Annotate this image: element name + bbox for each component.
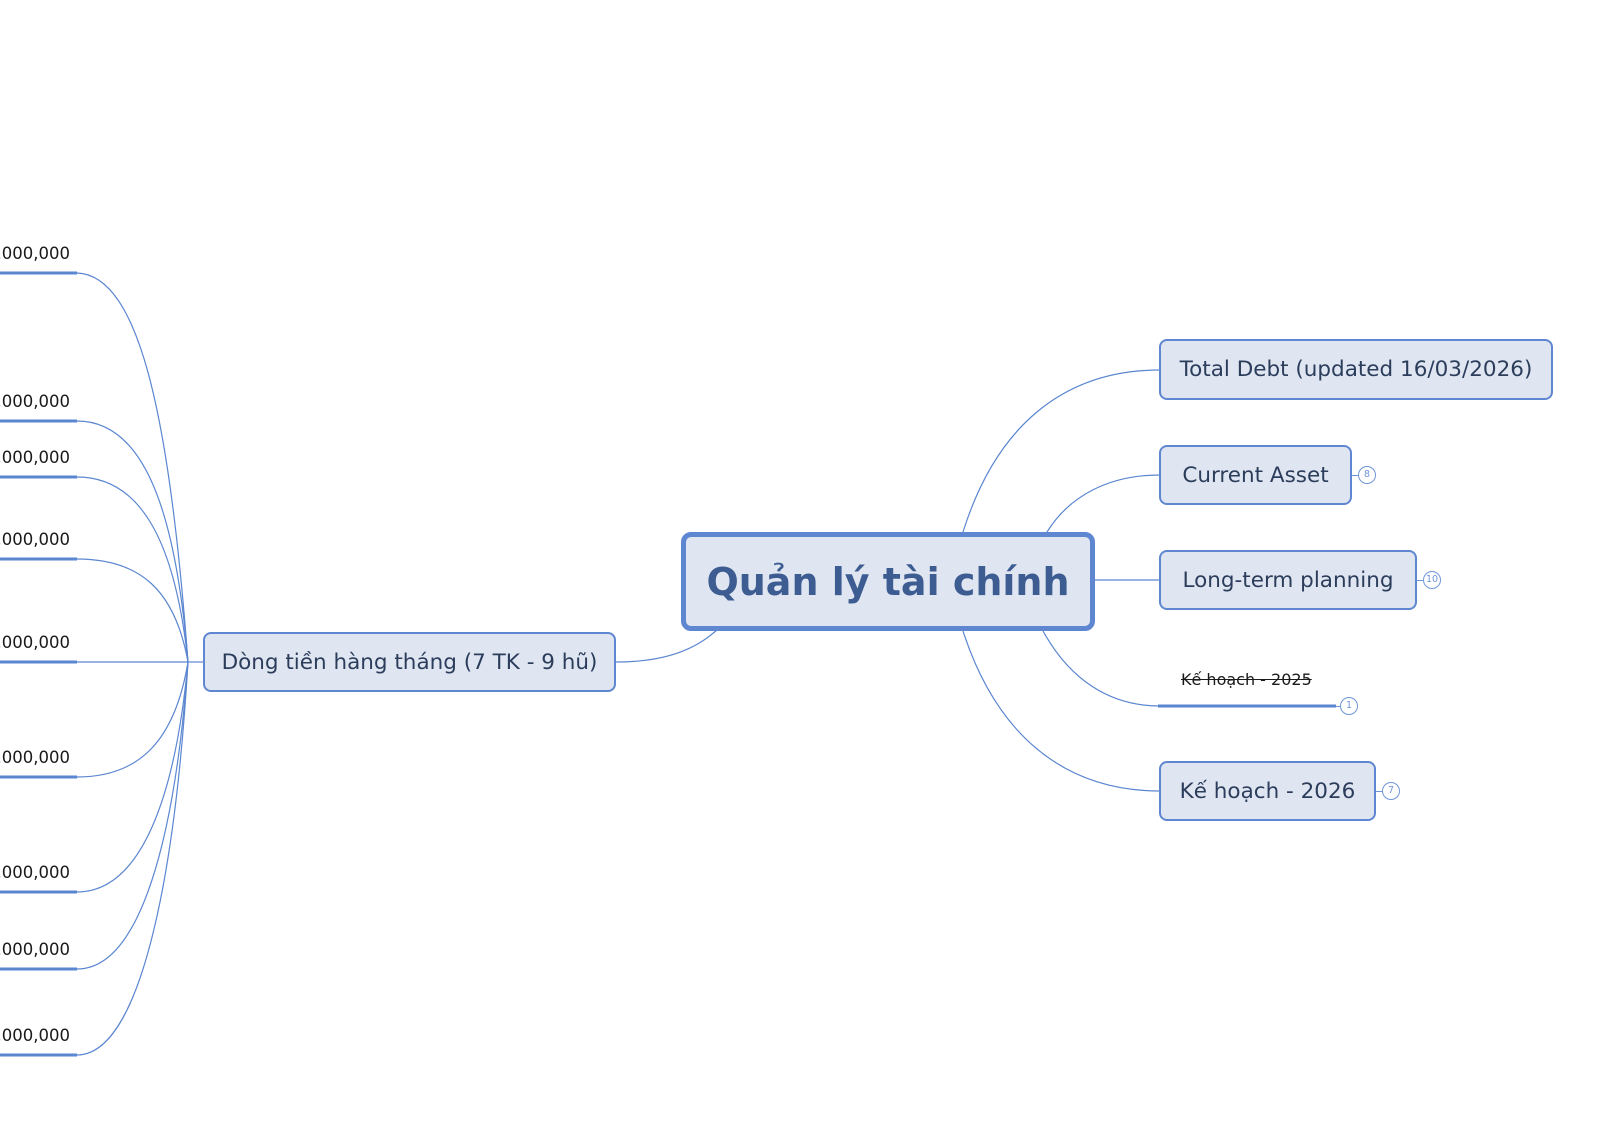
badge-stem-long-term (1417, 580, 1423, 582)
left-leaf-labels[interactable]: 0,000,000 0,000,000 0,000,000 ,000,000 ,… (0, 244, 70, 1045)
left-leaf-connectors (76, 272, 189, 1056)
left-leaf-underlines (0, 271, 77, 1057)
badge-stem-current-asset (1352, 475, 1358, 477)
count-badge-long-term[interactable]: 10 (1423, 571, 1441, 589)
connector-leaf-7 (76, 661, 189, 893)
leaf-label-9[interactable]: 0,000,000 (0, 1026, 70, 1045)
count-badge-plan-2026[interactable]: 7 (1382, 782, 1400, 800)
leaf-label-8[interactable]: ,000,000 (0, 940, 70, 959)
leaf-label-7[interactable]: ,000,000 (0, 863, 70, 882)
connector-leaf-3 (76, 476, 189, 663)
connector-leaf-2 (76, 420, 189, 663)
branch-node-current-asset[interactable]: Current Asset (1159, 445, 1352, 505)
branch-node-plan-2026[interactable]: Kế hoạch - 2026 (1159, 761, 1376, 821)
central-topic[interactable]: Quản lý tài chính (681, 532, 1095, 631)
connector-leaf-1 (76, 272, 189, 663)
right-branch-connectors (962, 369, 1161, 792)
connector-root-to-total-debt (962, 369, 1161, 533)
count-badge-plan-2025[interactable]: 1 (1340, 697, 1358, 715)
leaf-label-6[interactable]: ,000,000 (0, 748, 70, 767)
count-badge-current-asset[interactable]: 8 (1358, 466, 1376, 484)
leaf-label-5[interactable]: ,000,000 (0, 633, 70, 652)
leaf-label-2[interactable]: 0,000,000 (0, 392, 70, 411)
connector-root-to-current-asset (1046, 474, 1161, 533)
branch-node-total-debt[interactable]: Total Debt (updated 16/03/2026) (1159, 339, 1553, 400)
connector-leaf-9 (76, 661, 189, 1056)
leaf-label-1[interactable]: 0,000,000 (0, 244, 70, 263)
badge-stem-plan-2026 (1376, 791, 1382, 793)
connector-leaf-4 (76, 558, 189, 663)
connector-root-to-plan-2026 (962, 630, 1161, 792)
branch-node-cashflow[interactable]: Dòng tiền hàng tháng (7 TK - 9 hũ) (203, 632, 616, 692)
connector-leaf-6 (76, 661, 189, 778)
connector-leaf-8 (76, 661, 189, 970)
connector-root-to-cashflow (615, 629, 718, 663)
connector-root-to-plan-2025 (1042, 630, 1161, 707)
leaf-label-4[interactable]: ,000,000 (0, 530, 70, 549)
branch-label-plan-2025[interactable]: Kế hoạch - 2025 (1181, 670, 1312, 689)
leaf-label-3[interactable]: 0,000,000 (0, 448, 70, 467)
badge-stem-plan-2025 (1336, 706, 1340, 708)
branch-node-long-term[interactable]: Long-term planning (1159, 550, 1417, 610)
